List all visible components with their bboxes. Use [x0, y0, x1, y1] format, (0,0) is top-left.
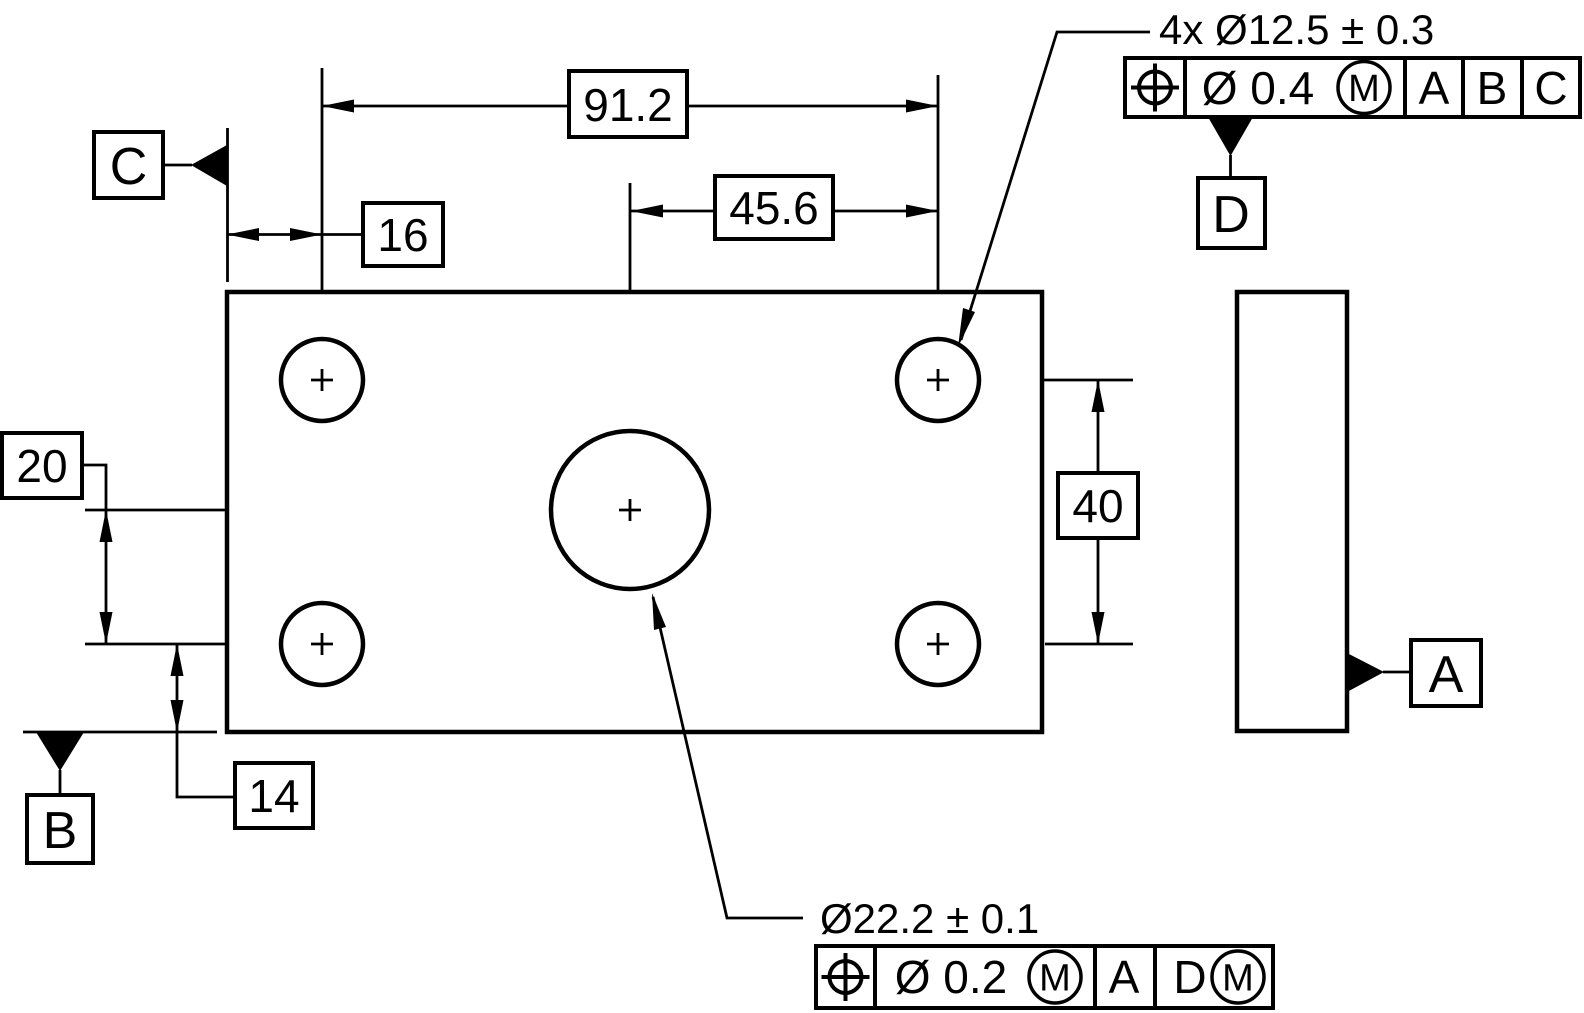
arrowhead-down: [170, 700, 184, 732]
datum-a-label: A: [1429, 646, 1464, 704]
datum-triangle-icon: [36, 732, 84, 771]
dim-box-91-2: [567, 69, 689, 139]
dim-value-14: 14: [248, 770, 299, 822]
dim-box-20: [0, 431, 84, 500]
datum-triangle-icon: [191, 145, 227, 186]
dim-value-45-6: 45.6: [729, 182, 819, 234]
fcf-datum-ref-2: D: [1173, 951, 1206, 1003]
datum-d-label: D: [1212, 186, 1250, 244]
fcf-datum-ref-3: C: [1534, 62, 1567, 114]
mmc-modifier-icon: M: [1027, 949, 1083, 1005]
dim-box-14: [233, 761, 315, 830]
callout-pattern-holes: 4x Ø12.5 ± 0.3: [958, 6, 1434, 347]
mmc-modifier-letter: M: [1348, 68, 1380, 110]
dim-value-91-2: 91.2: [583, 79, 673, 131]
callout-center-hole-text: Ø22.2 ± 0.1: [820, 895, 1039, 942]
fcf-datum-ref-2: B: [1477, 62, 1508, 114]
front-view-outline: [224, 289, 1045, 735]
dimension-hole-rows: 40: [1056, 380, 1140, 644]
dimension-lower-to-edge: 14: [170, 644, 315, 830]
dim-value-40: 40: [1072, 480, 1123, 532]
dim-box-40: [1056, 471, 1140, 540]
center-marks: [311, 369, 949, 655]
side-view-outline: [1234, 289, 1350, 734]
arrowhead-right: [906, 99, 938, 113]
datum-a-symbol: A: [1347, 638, 1483, 708]
datum-d-symbol: D: [1196, 117, 1267, 250]
fcf-frame: [814, 944, 1275, 1010]
fcf-frame: [1123, 56, 1582, 119]
fcf-tolerance-value: Ø 0.4: [1202, 62, 1315, 114]
mmc-modifier-icon: M: [1210, 949, 1266, 1005]
arrowhead-right: [906, 204, 938, 218]
arrowhead-up: [170, 644, 184, 676]
position-symbol-icon: [1131, 63, 1179, 112]
leader-arrowhead: [652, 593, 666, 630]
hole-top-right: [894, 336, 982, 424]
arrowhead-left: [227, 228, 259, 241]
datum-b-label: B: [43, 802, 78, 860]
arrowhead-left: [322, 99, 354, 113]
fcf-datum-ref-1: A: [1419, 62, 1450, 114]
datum-a-box: [1409, 638, 1483, 708]
dimension-edge-to-holes: 16: [227, 201, 445, 268]
dimension-total-width: 91.2: [322, 69, 938, 139]
hole-top-left: [278, 336, 366, 424]
datum-b-box: [25, 793, 95, 865]
arrowhead-up: [1091, 380, 1105, 412]
arrowhead-down: [1091, 612, 1105, 644]
position-symbol-icon: [821, 953, 870, 1001]
callout-pattern-holes-text: 4x Ø12.5 ± 0.3: [1159, 6, 1434, 53]
arrowhead-down: [99, 612, 113, 644]
mmc-modifier-letter: M: [1039, 958, 1071, 1000]
arrowhead-right: [290, 228, 322, 241]
datum-triangle-icon: [1347, 653, 1384, 692]
mmc-modifier-letter: M: [1222, 958, 1254, 1000]
dim-box-16: [361, 201, 445, 268]
arrowhead-left: [631, 204, 663, 218]
fcf-tolerance-value: Ø 0.2: [895, 951, 1008, 1003]
dim-value-20: 20: [16, 440, 67, 492]
datum-d-box: [1196, 176, 1267, 250]
leader-arrowhead: [958, 308, 975, 347]
callout-center-hole: Ø22.2 ± 0.1: [651, 593, 1039, 942]
datum-triangle-icon: [1208, 117, 1253, 156]
hole-bottom-left: [278, 600, 366, 688]
datum-c-label: C: [110, 138, 148, 196]
dimension-center-to-lower: 20: [0, 431, 113, 644]
fcf-position-pattern-holes: Ø 0.4 M A B C: [1123, 56, 1582, 119]
extension-lines: [23, 128, 229, 734]
fcf-position-center-hole: Ø 0.2 M A D M: [814, 944, 1275, 1010]
datum-c-symbol: C: [92, 130, 227, 200]
datum-b-symbol: B: [25, 732, 95, 865]
mmc-modifier-icon: M: [1336, 59, 1392, 116]
datum-c-box: [92, 130, 165, 200]
hole-center: [548, 428, 712, 592]
arrowhead-up: [99, 510, 113, 542]
side-view: [1234, 289, 1350, 734]
front-view: [224, 289, 1045, 735]
dim-value-16: 16: [377, 209, 428, 261]
hole-bottom-right: [894, 600, 982, 688]
fcf-datum-ref-1: A: [1109, 951, 1140, 1003]
dimension-center-to-right: 45.6: [631, 174, 938, 241]
dim-box-45-6: [713, 174, 835, 241]
